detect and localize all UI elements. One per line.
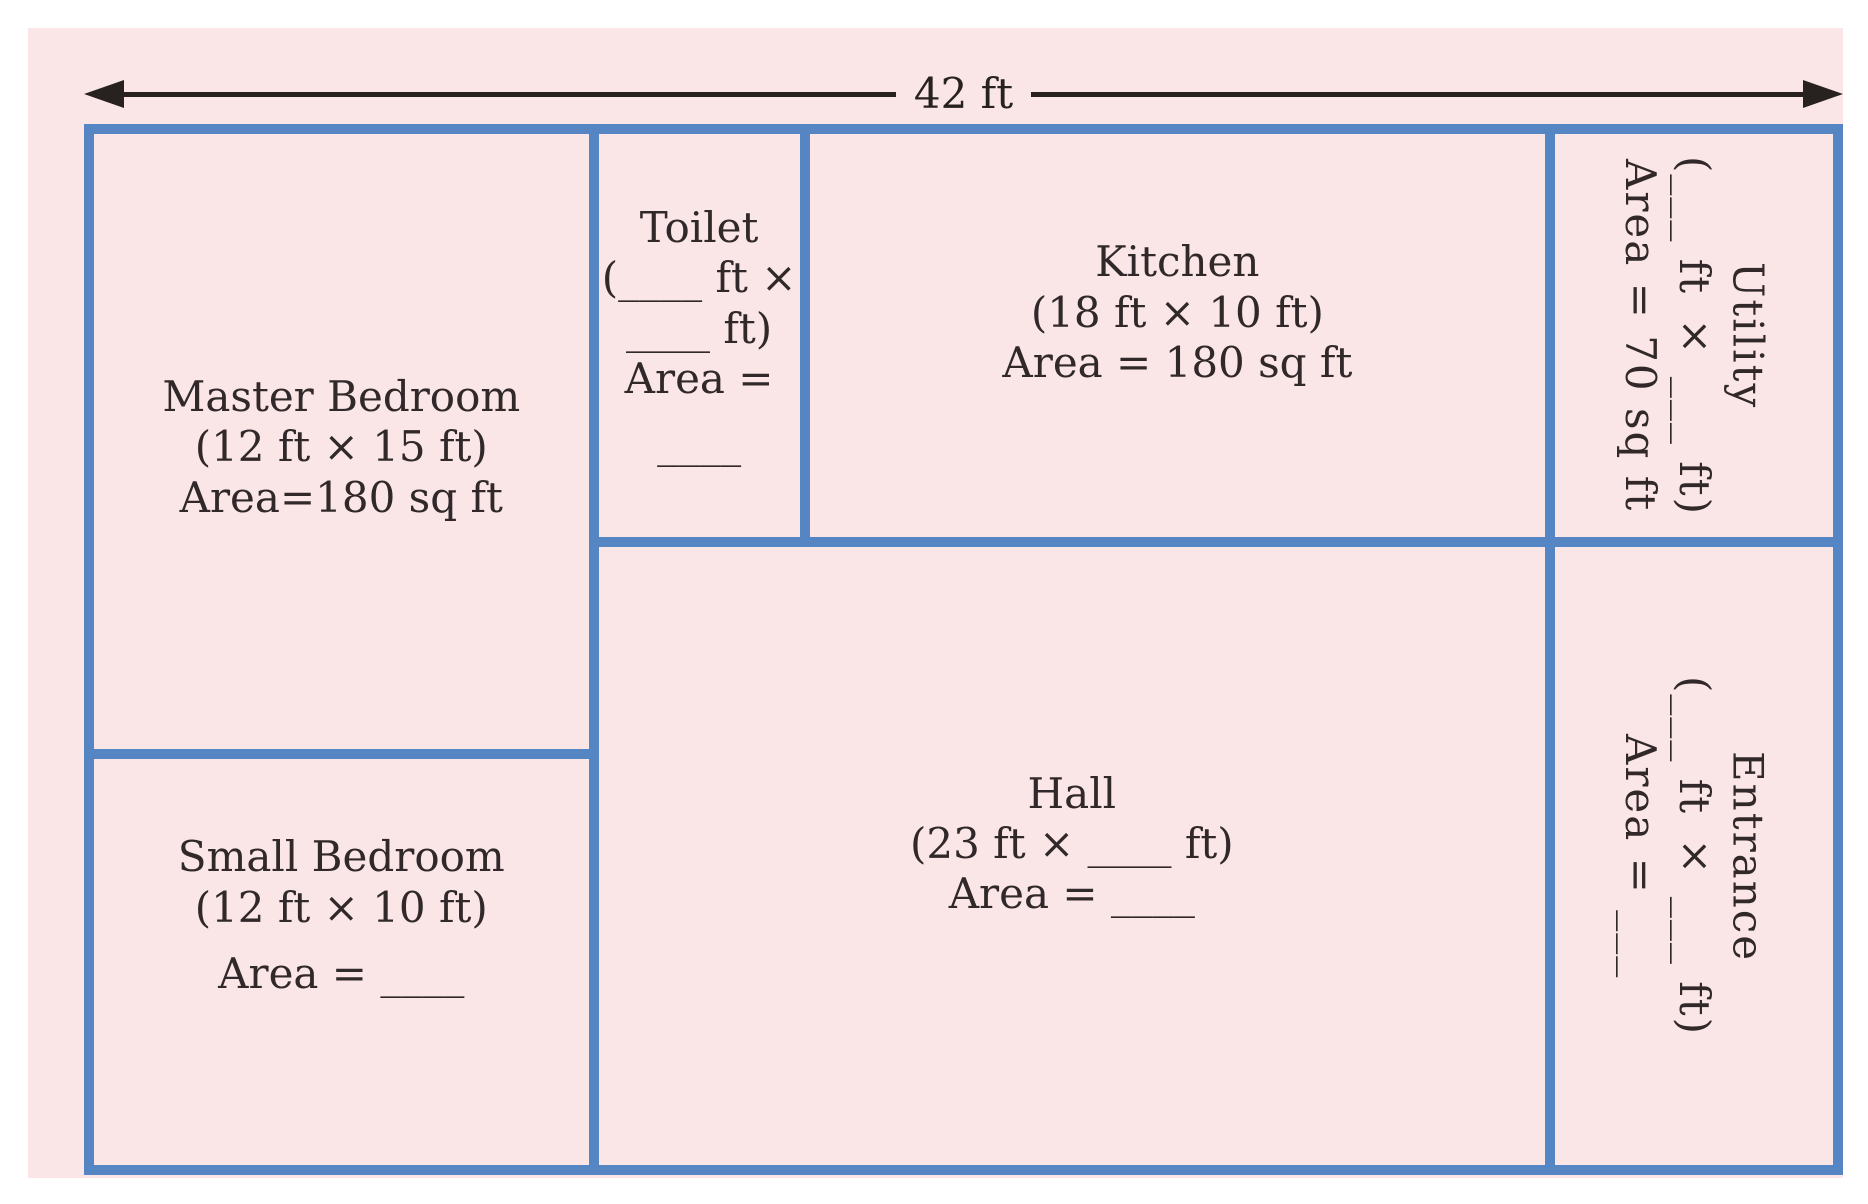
room-kitchen: Kitchen (18 ft × 10 ft) Area = 180 sq ft	[809, 134, 1546, 538]
room-area: Area = ___	[1616, 733, 1666, 979]
room-name: Small Bedroom	[177, 832, 505, 882]
room-utility: Utility (___ ft × ___ ft) Area = 70 sq f…	[1555, 134, 1833, 538]
room-dimensions: (___ ft × ___ ft)	[1669, 676, 1719, 1037]
width-dimension-arrow: 42 ft	[84, 69, 1843, 118]
room-hall: Hall (23 ft × ____ ft) Area = ____	[598, 547, 1546, 1165]
rotated-label-block: Utility (___ ft × ___ ft) Area = 70 sq f…	[1613, 156, 1774, 516]
room-area-blank: ____	[657, 418, 742, 468]
room-small-bedroom: Small Bedroom (12 ft × 10 ft) Area = ___…	[94, 758, 589, 1165]
room-name: Utility	[1723, 262, 1773, 410]
total-width-label: 42 ft	[913, 69, 1014, 118]
room-name: Entrance	[1723, 750, 1773, 962]
arrowhead-right-icon	[1803, 80, 1843, 108]
room-name: Hall	[1027, 768, 1117, 818]
arrow-line-left	[124, 91, 896, 97]
room-dimensions: (___ ft × ___ ft)	[1669, 155, 1719, 516]
room-name: Kitchen	[1095, 237, 1260, 287]
room-area-label: Area =	[624, 353, 774, 403]
room-area: Area = ____	[948, 869, 1195, 919]
room-master-bedroom: Master Bedroom (12 ft × 15 ft) Area=180 …	[94, 134, 589, 749]
arrow-line-right	[1031, 91, 1803, 97]
room-dimensions: (23 ft × ____ ft)	[910, 819, 1234, 869]
room-dimensions: (12 ft × 10 ft)	[194, 882, 488, 932]
room-dimensions-line2: ____ ft)	[626, 303, 773, 353]
room-area: Area = 180 sq ft	[1002, 337, 1353, 387]
room-name: Master Bedroom	[162, 371, 521, 421]
room-area: Area = ____	[218, 949, 465, 999]
plan-canvas: 42 ft Master Bedroom (12 ft × 15 ft) Are…	[28, 28, 1843, 1178]
room-dimensions-line1: (____ ft ×	[601, 253, 797, 303]
room-name: Toilet	[639, 202, 759, 252]
floor-plan-grid: Master Bedroom (12 ft × 15 ft) Area=180 …	[84, 124, 1843, 1175]
room-area: Area=180 sq ft	[179, 472, 503, 522]
room-area: Area = 70 sq ft	[1616, 159, 1666, 513]
room-dimensions: (12 ft × 15 ft)	[194, 422, 488, 472]
room-entrance: Entrance (___ ft × ___ ft) Area = ___	[1555, 547, 1833, 1165]
room-dimensions: (18 ft × 10 ft)	[1030, 287, 1324, 337]
room-toilet: Toilet (____ ft × ____ ft) Area = ____	[598, 134, 800, 538]
arrowhead-left-icon	[84, 80, 124, 108]
rotated-label-block: Entrance (___ ft × ___ ft) Area = ___	[1613, 676, 1774, 1036]
